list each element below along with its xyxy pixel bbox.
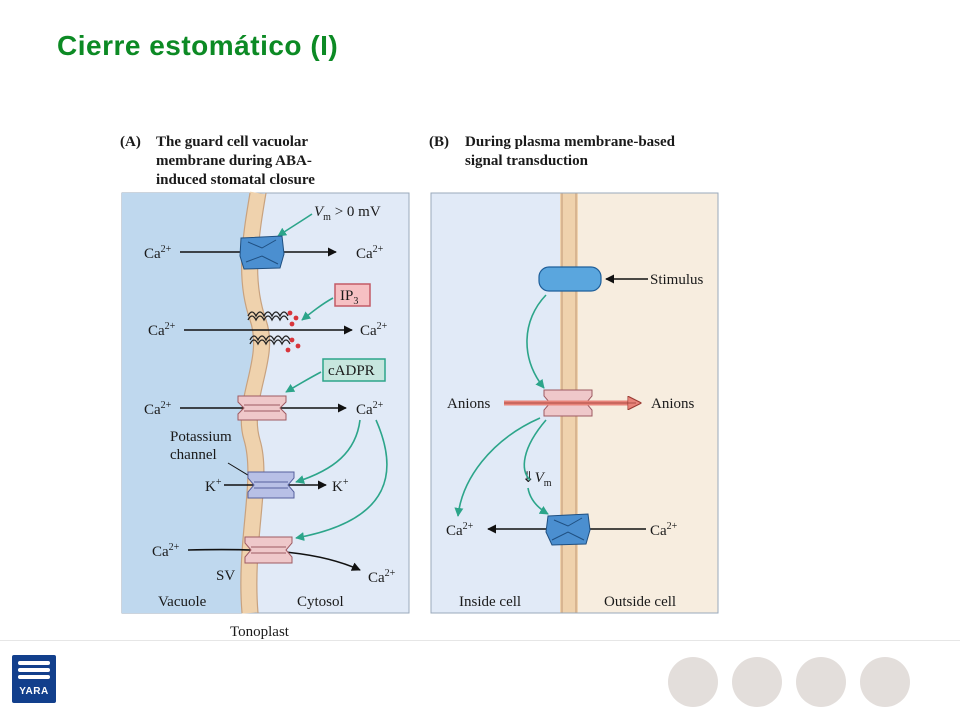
vm-label: Vm > 0 mV xyxy=(314,204,381,223)
ca-to-k-arrow xyxy=(295,419,361,484)
ca-row1-right: Ca2+ xyxy=(356,244,384,262)
ip3-label: IP3 xyxy=(340,288,358,307)
ca-channel-b-icon xyxy=(545,513,591,546)
ca-channel-pink-icon xyxy=(237,395,287,421)
outside-cell-label: Outside cell xyxy=(604,594,676,610)
decorative-circle xyxy=(732,657,782,707)
panel-a: (A) The guard cell vacuolar membrane dur… xyxy=(120,134,410,640)
ca-b-right: Ca2+ xyxy=(650,521,678,539)
stimulus-label: Stimulus xyxy=(650,272,704,288)
panel-a-heading-line2: membrane during ABA- xyxy=(156,153,312,169)
ca-b-left: Ca2+ xyxy=(446,521,474,539)
cadpr-box xyxy=(322,358,386,382)
yara-logo-icon: YARA xyxy=(12,655,56,703)
k-right: K+ xyxy=(332,477,349,495)
inside-cell-label: Inside cell xyxy=(459,594,521,610)
sv-arrow xyxy=(187,548,361,571)
logo-text: YARA xyxy=(19,686,49,697)
panel-b: (B) During plasma membrane-based signal … xyxy=(429,134,719,614)
anion-to-vm-arrow xyxy=(523,419,547,481)
cadpr-label: cADPR xyxy=(328,363,375,379)
ip3-arrow xyxy=(301,297,334,321)
ca-row5-right: Ca2+ xyxy=(368,568,396,586)
ca-row2-left: Ca2+ xyxy=(148,321,176,339)
decorative-circle xyxy=(860,657,910,707)
cytosol-label: Cytosol xyxy=(297,594,344,610)
panel-b-heading-line1: During plasma membrane-based xyxy=(465,134,676,150)
stomatal-closure-figure: (A) The guard cell vacuolar membrane dur… xyxy=(120,134,719,640)
stimulus-receptor-icon xyxy=(538,266,602,292)
ca-row3-right: Ca2+ xyxy=(356,400,384,418)
cadpr-arrow xyxy=(285,371,322,393)
ca-row3-left: Ca2+ xyxy=(144,400,172,418)
panel-b-letter: (B) xyxy=(429,134,449,150)
ca-to-sv-arrow xyxy=(295,419,388,541)
potassium-label: Potassium xyxy=(170,429,232,445)
sv-label: SV xyxy=(216,568,235,584)
ca-row2-right: Ca2+ xyxy=(360,321,388,339)
vm-to-ca-channel-arrow xyxy=(527,487,549,515)
anion-to-ca-arrow xyxy=(454,417,541,517)
ca-row1-left: Ca2+ xyxy=(144,244,172,262)
decorative-circle xyxy=(668,657,718,707)
tonoplast-label: Tonoplast xyxy=(230,624,290,640)
k-channel-icon xyxy=(247,471,295,499)
ip3-box xyxy=(334,283,371,307)
decorative-circle xyxy=(796,657,846,707)
slide-footer: YARA xyxy=(0,640,960,721)
receptor-to-anion-arrow xyxy=(526,294,547,389)
panel-a-heading-line1: The guard cell vacuolar xyxy=(156,134,308,150)
panel-a-heading-line3: induced stomatal closure xyxy=(156,172,315,188)
vacuole-region xyxy=(122,193,262,613)
panel-b-heading-line2: signal transduction xyxy=(465,153,589,169)
vm-arrow xyxy=(277,213,313,237)
ca-row5-left: Ca2+ xyxy=(152,542,180,560)
ip3-receptor-icon xyxy=(247,310,301,353)
sv-channel-icon xyxy=(244,536,293,564)
ca-channel-icon xyxy=(239,235,285,270)
anions-left-label: Anions xyxy=(447,396,491,412)
channel-label: channel xyxy=(170,447,217,463)
k-left: K+ xyxy=(205,477,222,495)
anions-right-label: Anions xyxy=(651,396,695,412)
panel-a-letter: (A) xyxy=(120,134,141,150)
slide-title: Cierre estomático (I) xyxy=(57,30,339,61)
vacuole-label: Vacuole xyxy=(158,594,207,610)
